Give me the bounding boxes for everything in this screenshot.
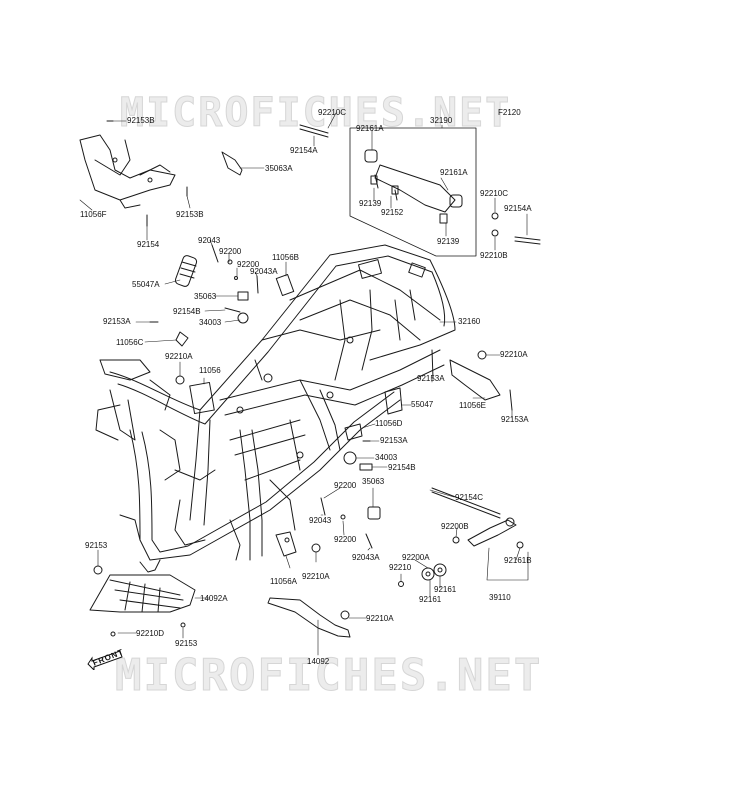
part-label: 92153A [103, 317, 131, 326]
part-label: 35063 [194, 292, 217, 301]
watermark-bottom: MICROFICHES.NET [114, 650, 543, 702]
part-label: 92154C [455, 493, 484, 502]
part-label: 92200 [334, 481, 357, 490]
part-label: 92139 [359, 199, 382, 208]
front-arrow: FRONT [86, 647, 125, 670]
part-label: 92200A [402, 553, 430, 562]
part-label: 11056 [199, 366, 221, 375]
part-label: 32160 [458, 317, 481, 326]
part-label: 39110 [489, 593, 511, 602]
part-label: 92043A [250, 267, 278, 276]
part-label: 92210A [366, 614, 394, 623]
part-label: 92210 [389, 563, 412, 572]
part-label: 92210A [302, 572, 330, 581]
part-label: 14092 [307, 657, 330, 666]
part-label: 92154B [173, 307, 201, 316]
part-label: 92200B [441, 522, 469, 531]
part-label: 11056F [80, 210, 107, 219]
part-label: 92161 [419, 595, 442, 604]
part-label: 92200 [237, 260, 260, 269]
part-label: 55047A [132, 280, 160, 289]
part-label: 92161A [440, 168, 468, 177]
undercover-14092A [89, 574, 196, 613]
part-label: 92043 [309, 516, 332, 525]
part-label: 92161 [434, 585, 457, 594]
part-label: 92043A [352, 553, 380, 562]
part-label: 34003 [375, 453, 398, 462]
bracket-11056F [79, 134, 176, 209]
part-label: 32190 [430, 116, 453, 125]
part-label: 35063 [362, 477, 385, 486]
part-label: 92210B [480, 251, 508, 260]
group-box-outline [349, 127, 477, 257]
part-label: 92043 [198, 236, 221, 245]
part-label: 92154A [504, 204, 532, 213]
part-label: 92152 [381, 208, 404, 217]
main-frame [95, 244, 456, 573]
part-label: 92153A [501, 415, 529, 424]
part-label: 92154B [388, 463, 416, 472]
diagram-code: F2120 [498, 108, 521, 117]
part-label: 92154 [137, 240, 160, 249]
part-label: 11056C [116, 338, 144, 347]
front-arrow-icon [87, 650, 123, 670]
part-label: 92161A [356, 124, 384, 133]
part-label: 92153B [176, 210, 204, 219]
hardware-pieces [93, 120, 541, 637]
part-label: 92153 [85, 541, 108, 550]
part-label: 11056A [270, 577, 297, 586]
part-label: 92161B [504, 556, 532, 565]
part-label: 92210C [318, 108, 347, 117]
part-label: 11056E [459, 401, 486, 410]
part-label: 92200 [219, 247, 242, 256]
part-label: 14092A [200, 594, 228, 603]
part-label: 92139 [437, 237, 460, 246]
engine-mount-assembly [364, 149, 463, 224]
part-label: 11056D [375, 419, 403, 428]
part-label: 92153A [380, 436, 408, 445]
part-label: 92153 [175, 639, 198, 648]
part-label: 34003 [199, 318, 222, 327]
part-label: 92153B [127, 116, 155, 125]
part-label: 92153A [417, 374, 445, 383]
part-label: 92210C [480, 189, 509, 198]
part-label: 92210A [500, 350, 528, 359]
leader-lines [79, 112, 529, 656]
cover-14092 [267, 597, 351, 638]
part-label: 92200 [334, 535, 357, 544]
part-label: 11056B [272, 253, 299, 262]
part-label: 92154A [290, 146, 318, 155]
part-label: 55047 [411, 400, 434, 409]
part-label: 35063A [265, 164, 293, 173]
part-label: 92210A [165, 352, 193, 361]
part-label: 92210D [136, 629, 165, 638]
